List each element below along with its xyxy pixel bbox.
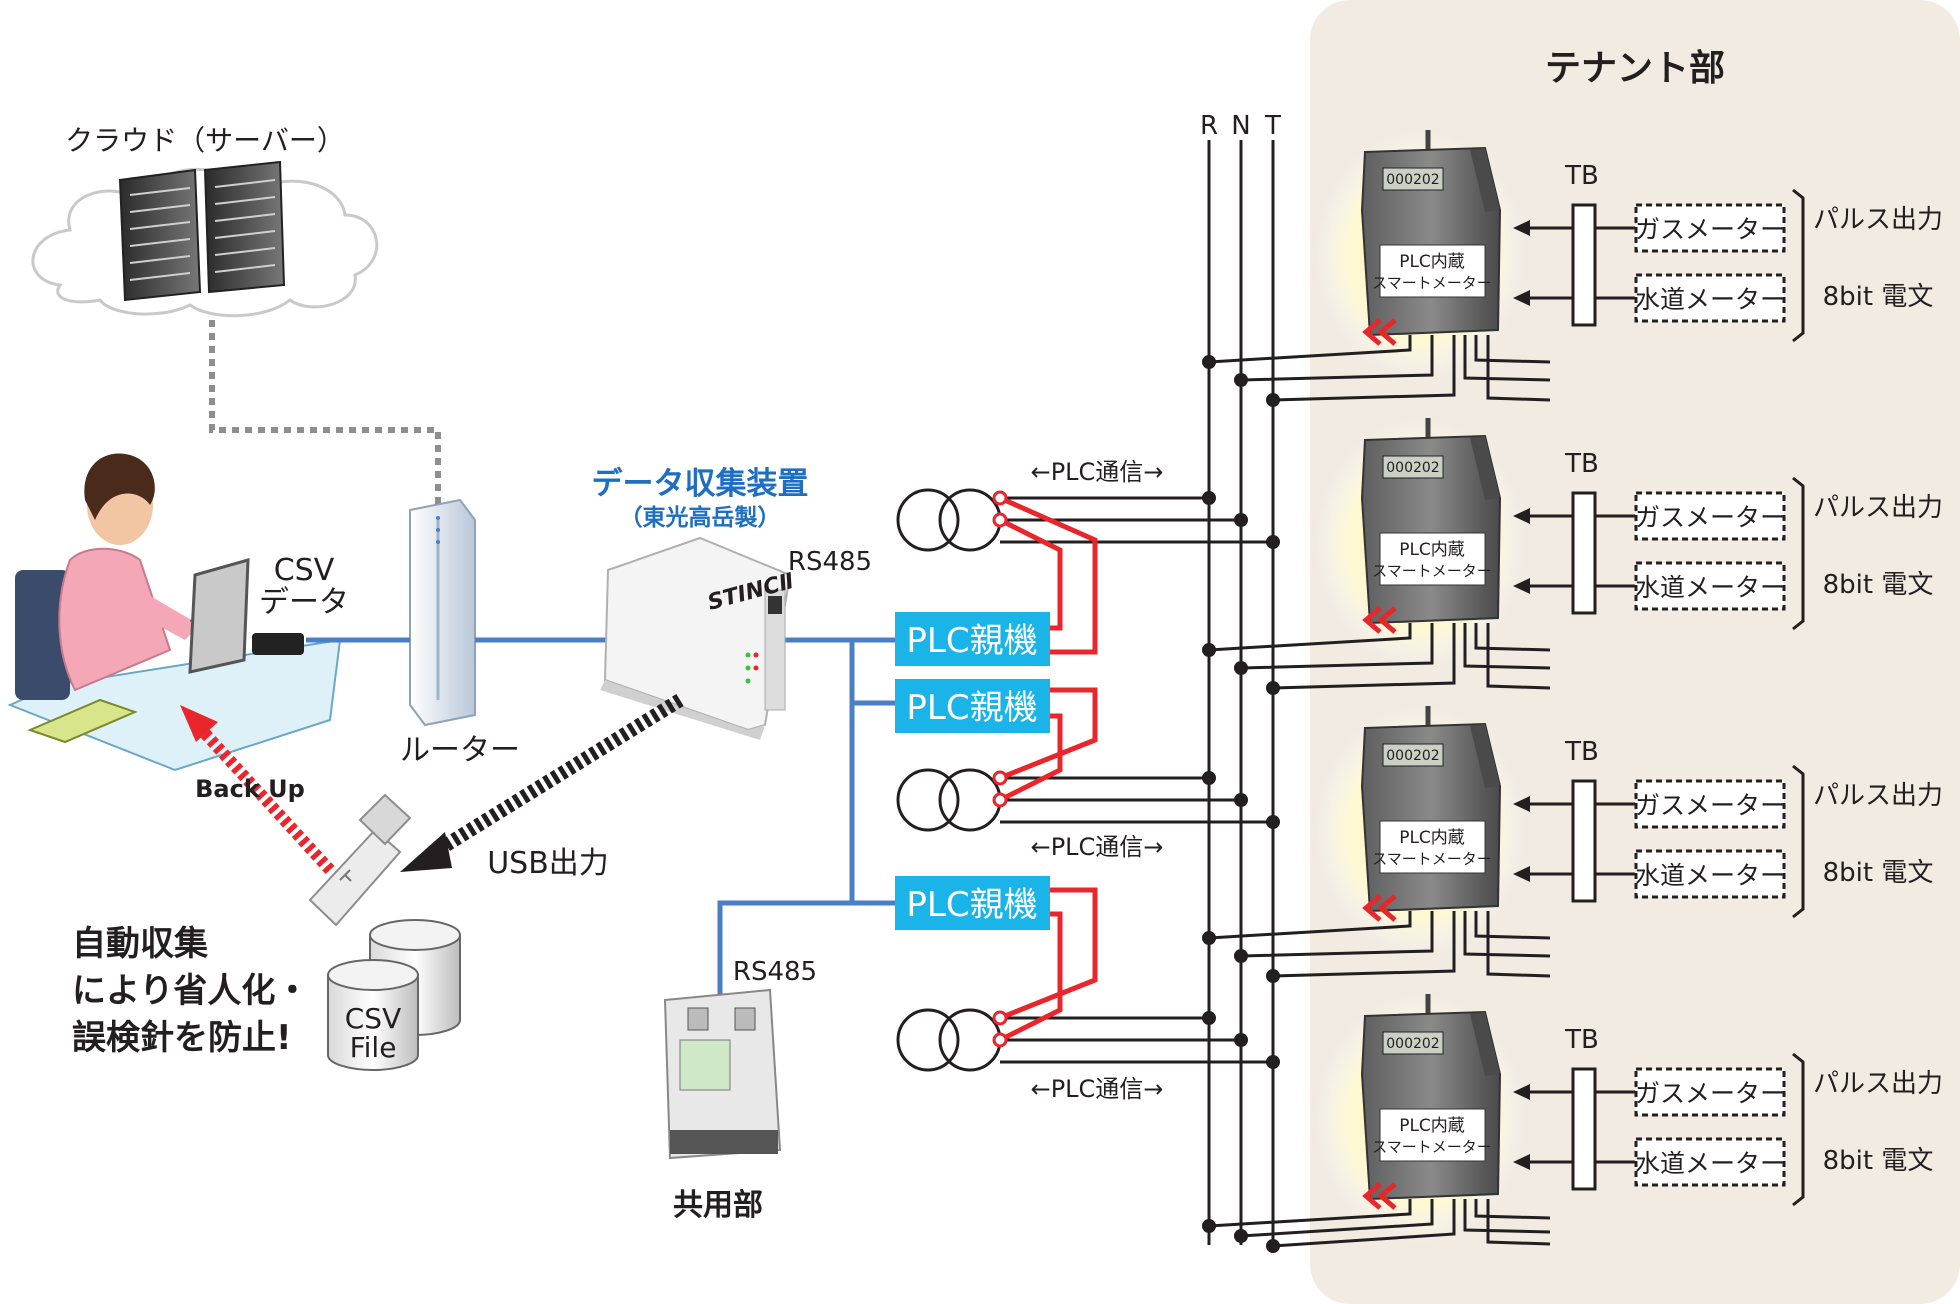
- csv-data-label-line2: データ: [259, 585, 349, 620]
- meter-4-label2: スマートメーター: [1372, 1138, 1492, 1156]
- tenant-meter-4: [1202, 994, 1805, 1253]
- phase-label-n: N: [1231, 111, 1250, 141]
- plc-master-2-label: PLC親機: [906, 688, 1037, 728]
- plc-master-3-label: PLC親機: [906, 885, 1037, 925]
- rs485-common-label: RS485: [733, 957, 817, 987]
- phase-label-t: T: [1264, 111, 1281, 141]
- meter-2-bit: 8bit 電文: [1823, 570, 1934, 600]
- meter-1-display: 000202: [1386, 172, 1439, 188]
- backup-arrow: [180, 705, 335, 875]
- meter-3-label2: スマートメーター: [1372, 850, 1492, 868]
- data-collector-device: [600, 536, 792, 740]
- meter-4-tb: TB: [1564, 1025, 1599, 1055]
- common-area-meter-icon: [663, 988, 782, 1160]
- meter-2-tb: TB: [1564, 449, 1599, 479]
- meter-4-bit: 8bit 電文: [1823, 1146, 1934, 1176]
- usb-output-arrow: [400, 694, 684, 872]
- transformer-1-icon: [896, 488, 1002, 552]
- csv-data-label-line1: CSV: [274, 553, 335, 588]
- benefit-line2: により省人化・: [72, 971, 309, 1011]
- csv-file-label-line2: File: [350, 1031, 397, 1064]
- plc-comm-label-3: ←PLC通信→: [1031, 1075, 1164, 1103]
- tenant-area-title: テナント部: [1545, 48, 1725, 89]
- collector-maker: （東光高岳製）: [620, 504, 781, 531]
- meter-3-label1: PLC内蔵: [1399, 828, 1465, 848]
- server-icon: [118, 160, 286, 302]
- csv-file-database-icon: [327, 919, 461, 1071]
- usb-output-label: USB出力: [487, 846, 609, 881]
- common-area-label: 共用部: [673, 1188, 763, 1223]
- meter-1-gas: ガスメーター: [1635, 215, 1785, 244]
- meter-3-display: 000202: [1386, 748, 1439, 764]
- phase-bus: [1207, 140, 1275, 1245]
- meter-2-gas: ガスメーター: [1635, 503, 1785, 532]
- meter-3-tb: TB: [1564, 737, 1599, 767]
- usb-stick-icon: [308, 793, 412, 927]
- plc-comm-label-2: ←PLC通信→: [1031, 833, 1164, 861]
- meter-3-water: 水道メーター: [1635, 861, 1785, 890]
- transformer-2-icon: [896, 768, 1002, 832]
- meter-4-label1: PLC内蔵: [1399, 1116, 1465, 1136]
- rs485-main-label: RS485: [788, 547, 872, 577]
- meter-3-bit: 8bit 電文: [1823, 858, 1934, 888]
- router-label: ルーター: [400, 733, 520, 768]
- transformer-3-icon: [896, 1008, 1002, 1072]
- plc-comm-label-1: ←PLC通信→: [1031, 458, 1164, 486]
- tenant-meter-3: [1202, 706, 1805, 983]
- meter-1-label1: PLC内蔵: [1399, 252, 1465, 272]
- meter-1-pulse: パルス出力: [1813, 205, 1943, 235]
- plc-coupling-wires: [998, 495, 1098, 1043]
- plc-master-3-box: [895, 876, 1050, 930]
- benefit-line3: 誤検針を防止!: [72, 1018, 292, 1058]
- meter-1-bit: 8bit 電文: [1823, 282, 1934, 312]
- backup-label: Back Up: [195, 775, 305, 803]
- phase-label-r: R: [1200, 111, 1218, 141]
- meter-1-label2: スマートメーター: [1372, 274, 1492, 292]
- meter-2-water: 水道メーター: [1635, 573, 1785, 602]
- benefit-line1: 自動収集: [72, 924, 208, 964]
- csv-file-label-line1: CSV: [345, 1002, 401, 1035]
- meter-4-pulse: パルス出力: [1813, 1069, 1943, 1099]
- meter-1-tb: TB: [1564, 161, 1599, 191]
- meter-2-label2: スマートメーター: [1372, 562, 1492, 580]
- meter-2-display: 000202: [1386, 460, 1439, 476]
- cloud-icon: [31, 167, 379, 318]
- plc-master-1-label: PLC親機: [906, 621, 1037, 661]
- cloud-router-link: [209, 320, 441, 510]
- coupling-nodes: [992, 490, 1008, 1048]
- cloud-label: クラウド（サーバー）: [65, 124, 345, 157]
- meter-4-display: 000202: [1386, 1036, 1439, 1052]
- tenant-meter-2: [1202, 418, 1805, 695]
- meter-2-pulse: パルス出力: [1813, 493, 1943, 523]
- meter-4-water: 水道メーター: [1635, 1149, 1785, 1178]
- meter-2-label1: PLC内蔵: [1399, 540, 1465, 560]
- collector-title: データ収集装置: [592, 466, 809, 502]
- meter-3-gas: ガスメーター: [1635, 791, 1785, 820]
- supply-junctions: [1202, 491, 1280, 1069]
- meter-4-gas: ガスメーター: [1635, 1079, 1785, 1108]
- tenant-meter-1: [1202, 130, 1805, 407]
- plc-master-2-box: [895, 679, 1050, 733]
- meter-1-water: 水道メーター: [1635, 285, 1785, 314]
- operator-at-pc-illustration: [7, 453, 342, 772]
- plc-master-1-box: [895, 612, 1050, 666]
- meter-3-pulse: パルス出力: [1813, 781, 1943, 811]
- router-icon: [409, 498, 476, 727]
